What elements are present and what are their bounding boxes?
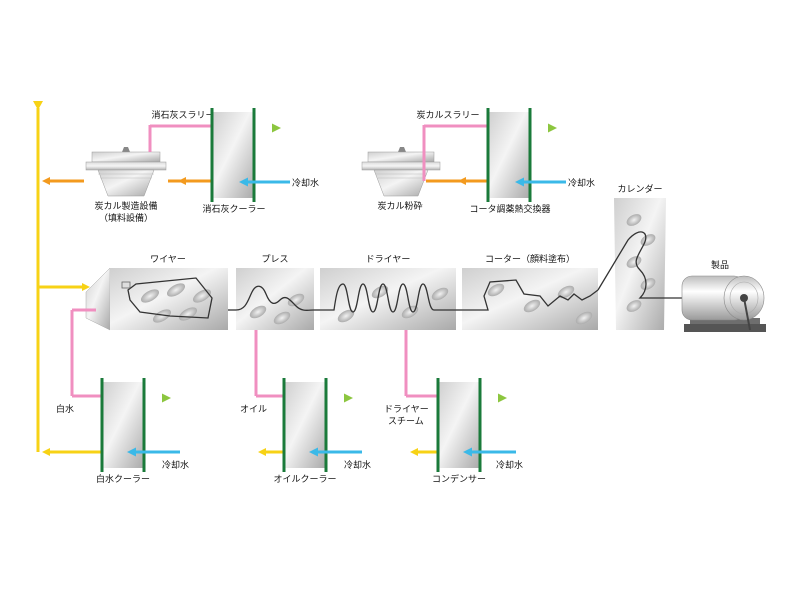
oil-cooler-label: オイルクーラー [273, 474, 336, 485]
press-section [235, 268, 315, 330]
oil-cooler [282, 378, 362, 472]
cal-carbonate-grinder [361, 147, 441, 197]
white-water-label: 白水 [56, 403, 74, 415]
cooling-water-label-2: 冷却水 [568, 177, 595, 189]
cal-carbonate-plant [85, 147, 167, 197]
cooling-water-label-4: 冷却水 [344, 459, 371, 471]
coater-heat-exchanger [486, 108, 566, 202]
slaked-lime-cooler-label: 消石灰クーラー [202, 203, 265, 215]
dryer-label: ドライヤー [366, 254, 411, 265]
dryer-steam-label-2: スチーム [388, 416, 424, 427]
condenser-label: コンデンサー [432, 473, 486, 485]
coater-section [462, 268, 599, 330]
calender-stack [597, 198, 700, 330]
condenser [436, 378, 516, 472]
oil-label: オイル [240, 404, 267, 415]
headbox [85, 267, 111, 331]
dryer-section [320, 268, 456, 330]
calender-label: カレンダー [617, 183, 662, 195]
product-reel [681, 275, 766, 332]
filler-plant-label: （填料設備） [99, 212, 153, 224]
wire-section [110, 268, 228, 330]
cooling-water-label-5: 冷却水 [496, 459, 523, 471]
press-label: プレス [261, 254, 288, 265]
white-water-return-line [33, 101, 100, 456]
coater-label: コーター（顔料塗布） [485, 253, 575, 265]
white-water-cooler-label: 白水クーラー [96, 473, 150, 485]
white-water-cooler [100, 378, 180, 472]
slaked-lime-slurry-label: 消石灰スラリー [151, 109, 214, 121]
product-label: 製品 [711, 259, 729, 271]
dryer-steam-label-1: ドライヤー [384, 404, 429, 415]
slaked-lime-cooler [210, 108, 290, 202]
cal-carbonate-grinding-label: 炭カル粉砕 [377, 200, 422, 212]
wire-label: ワイヤー [150, 255, 186, 265]
coater-heat-exchanger-label: コータ調薬熱交換器 [469, 203, 550, 215]
cal-carbonate-plant-label: 炭カル製造設備 [94, 200, 157, 212]
cooling-water-label-3: 冷却水 [162, 459, 189, 471]
cal-carbonate-slurry-label: 炭カルスラリー [416, 110, 479, 121]
cooling-water-label-1: 冷却水 [292, 177, 319, 189]
